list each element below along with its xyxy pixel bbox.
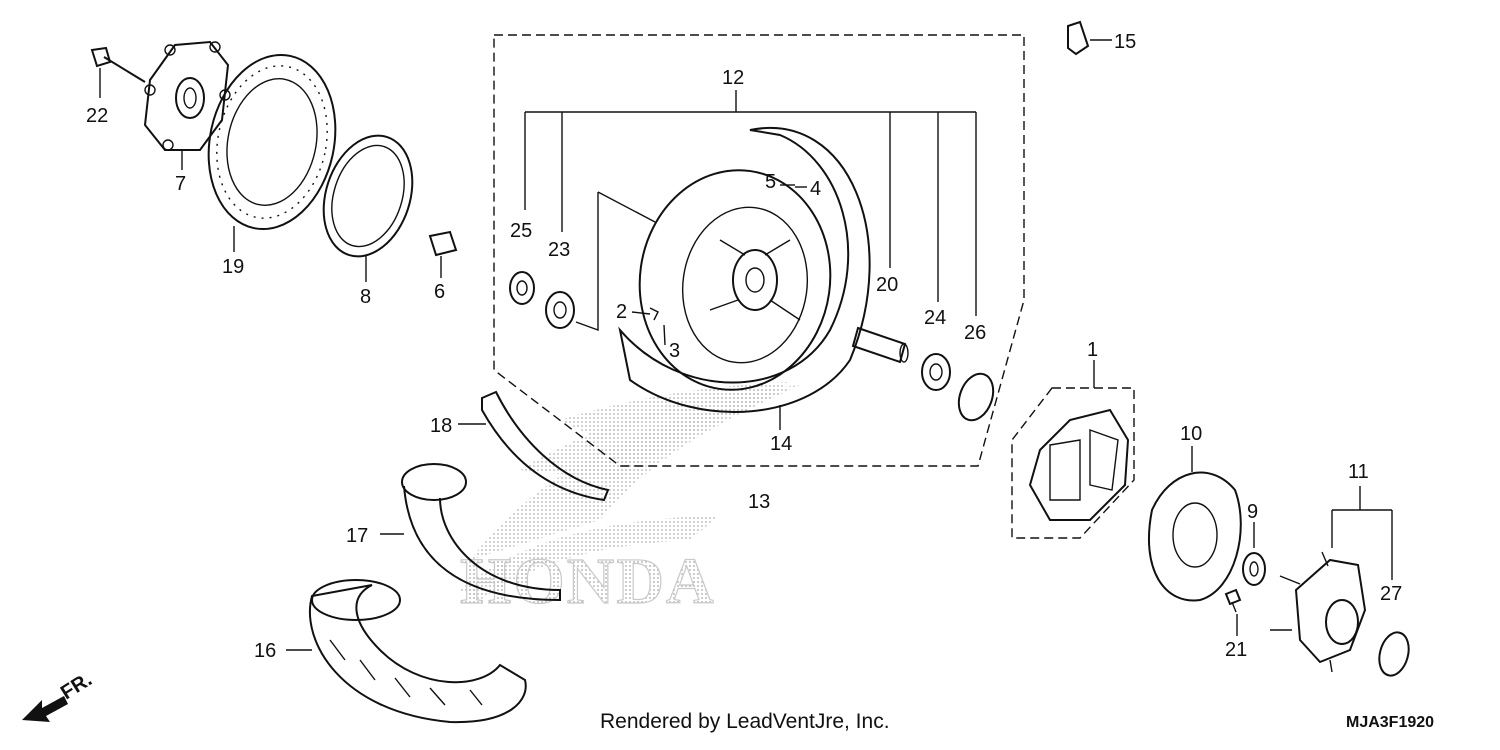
callout-25: 25 bbox=[510, 220, 532, 242]
callout-6: 6 bbox=[434, 281, 445, 303]
callout-1: 1 bbox=[1087, 339, 1098, 361]
part-12-wheel bbox=[575, 169, 832, 391]
callout-16: 16 bbox=[254, 640, 276, 662]
valve-parts bbox=[631, 184, 807, 346]
honda-watermark-text: HONDA bbox=[460, 545, 716, 618]
part-23-bearing bbox=[545, 291, 575, 329]
callout-21: 21 bbox=[1225, 639, 1247, 661]
callout-13: 13 bbox=[748, 491, 770, 513]
part-11-hub bbox=[1270, 486, 1393, 673]
callout-11: 11 bbox=[1348, 461, 1369, 483]
front-direction-arrow: FR. bbox=[22, 669, 96, 722]
part-25-bearing bbox=[509, 271, 535, 305]
callout-12: 12 bbox=[722, 67, 744, 89]
part-21-bolt bbox=[1224, 588, 1242, 636]
part-17-tube bbox=[380, 463, 561, 602]
callout-2: 2 bbox=[616, 301, 627, 323]
callout-26: 26 bbox=[964, 322, 986, 344]
callout-4: 4 bbox=[810, 178, 821, 200]
callout-3: 3 bbox=[669, 340, 680, 362]
part-18-rim-band bbox=[458, 390, 610, 502]
callout-14: 14 bbox=[770, 433, 792, 455]
callout-10: 10 bbox=[1180, 423, 1202, 445]
callout-8: 8 bbox=[360, 286, 371, 308]
part-15-valve-cap bbox=[1067, 20, 1112, 56]
callout-17: 17 bbox=[346, 525, 368, 547]
part-27-o-ring bbox=[1378, 631, 1410, 677]
part-20-collar bbox=[851, 326, 909, 364]
part-24-bearing bbox=[921, 353, 951, 391]
callout-20: 20 bbox=[876, 274, 898, 296]
part-9-washer bbox=[1242, 522, 1266, 586]
part-10-sprocket-plate bbox=[1147, 446, 1242, 602]
part-7-flange bbox=[143, 40, 231, 170]
part-1-damper bbox=[1011, 360, 1135, 539]
honda-wing-watermark bbox=[460, 382, 800, 600]
callout-labels: 1 2 3 4 5 6 7 8 9 10 11 12 13 14 15 16 1… bbox=[86, 31, 1402, 662]
part-6-collar bbox=[428, 230, 458, 278]
part-16-tire bbox=[286, 579, 527, 724]
callout-15: 15 bbox=[1114, 31, 1136, 53]
part-8-ring bbox=[322, 134, 414, 282]
callout-24: 24 bbox=[924, 307, 946, 329]
callout-22: 22 bbox=[86, 105, 108, 127]
render-credit: Rendered by LeadVentJre, Inc. bbox=[600, 710, 890, 733]
part-26-o-ring bbox=[957, 372, 995, 422]
diagram-code: MJA3F1920 bbox=[1346, 714, 1435, 731]
callout-18: 18 bbox=[430, 415, 452, 437]
callout-27: 27 bbox=[1380, 583, 1402, 605]
part-22-bolt bbox=[90, 46, 146, 98]
wheel-assembly-boundary bbox=[493, 34, 1025, 467]
part-19-brake-disc bbox=[207, 53, 337, 252]
callout-19: 19 bbox=[222, 256, 244, 278]
callout-23: 23 bbox=[548, 239, 570, 261]
callout-7: 7 bbox=[175, 173, 186, 195]
bearing-group-bracket bbox=[524, 90, 977, 316]
callout-9: 9 bbox=[1247, 501, 1258, 523]
callout-5: 5 bbox=[765, 171, 776, 193]
part-14-band bbox=[618, 127, 871, 430]
